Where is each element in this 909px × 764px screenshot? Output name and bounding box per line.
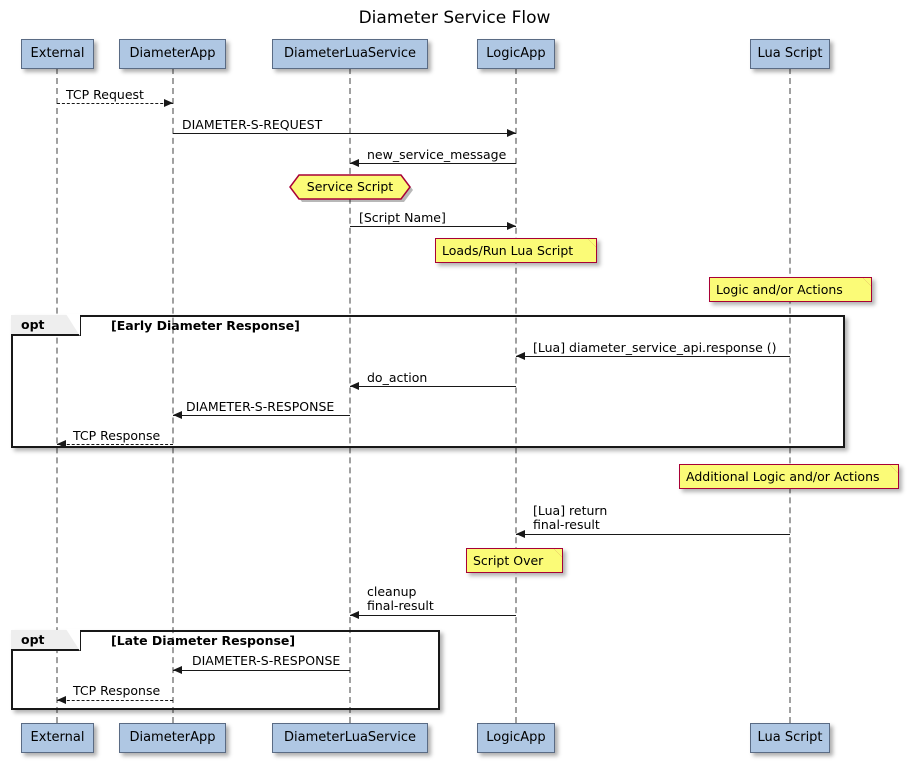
message-label-m3: new_service_message [367,147,507,162]
message-line-m2 [173,133,516,134]
group-condition-opt2: [Late Diameter Response] [111,633,296,648]
lifeline-diameterapp [172,68,174,723]
message-line-m11 [173,670,350,671]
arrow-head-m4 [507,222,516,230]
note-n1: Loads/Run Lua Script [435,238,597,263]
message-label-m7: DIAMETER-S-RESPONSE [186,399,335,414]
message-line-m1 [57,103,173,104]
participant-luascript-bottom[interactable]: Lua Script [750,723,830,753]
group-keyword-opt2: opt [21,632,45,647]
message-label-m12: TCP Response [73,683,161,698]
arrow-head-m3 [350,159,359,167]
arrow-head-m12 [57,696,66,704]
arrow-head-m6 [350,382,359,390]
lifeline-diameterluaservice [349,68,351,723]
lifeline-logicapp [515,68,517,723]
message-label-m9: [Lua] return final-result [533,503,608,532]
message-label-m6: do_action [367,370,428,385]
participant-luascript-top[interactable]: Lua Script [750,39,830,69]
message-label-m5: [Lua] diameter_service_api.response () [533,340,777,355]
group-frame-opt2 [11,630,440,710]
hexagon-note-label-h1: Service Script [306,179,394,194]
arrow-head-m11 [173,666,182,674]
message-label-m2: DIAMETER-S-REQUEST [182,117,323,132]
note-n2: Logic and/or Actions [709,277,872,302]
group-condition-opt1: [Early Diameter Response] [111,318,300,333]
message-label-m10: cleanup final-result [367,584,434,613]
participant-logicapp-top[interactable]: LogicApp [477,39,555,69]
page-title: Diameter Service Flow [358,8,551,28]
hexagon-note-h1: Service Script [289,174,413,202]
message-line-m5 [516,356,790,357]
participant-diameterapp-top[interactable]: DiameterApp [119,39,226,69]
arrow-head-m9 [516,530,525,538]
message-line-m9 [516,534,790,535]
note-n3: Additional Logic and/or Actions [679,464,899,489]
message-label-m4: [Script Name] [359,210,446,225]
participant-external-bottom[interactable]: External [21,723,94,753]
lifeline-external [56,68,58,723]
arrow-head-m5 [516,352,525,360]
group-tab-opt2: opt [11,629,81,651]
arrow-head-m7 [173,411,182,419]
note-n4: Script Over [466,548,563,573]
participant-diameterapp-bottom[interactable]: DiameterApp [119,723,226,753]
message-label-m11: DIAMETER-S-RESPONSE [192,653,341,668]
group-frame-opt1 [11,315,845,448]
message-line-m12 [57,700,173,701]
group-tab-cut-corner [66,629,80,651]
message-line-m7 [173,415,350,416]
group-tab-cut-corner [66,314,80,336]
message-line-m6 [350,386,516,387]
message-line-m4 [350,226,516,227]
message-line-m3 [350,163,516,164]
group-tab-opt1: opt [11,314,81,336]
message-label-m8: TCP Response [73,428,161,443]
arrow-head-m2 [507,129,516,137]
message-line-m10 [350,615,516,616]
participant-logicapp-bottom[interactable]: LogicApp [477,723,555,753]
participant-diameterluaservice-top[interactable]: DiameterLuaService [272,39,428,69]
arrow-head-m8 [57,440,66,448]
message-label-m1: TCP Request [66,87,144,102]
lifeline-luascript [789,68,791,723]
group-keyword-opt1: opt [21,317,45,332]
participant-external-top[interactable]: External [21,39,94,69]
message-line-m8 [57,444,173,445]
arrow-head-m1 [164,99,173,107]
arrow-head-m10 [350,611,359,619]
participant-diameterluaservice-bottom[interactable]: DiameterLuaService [272,723,428,753]
